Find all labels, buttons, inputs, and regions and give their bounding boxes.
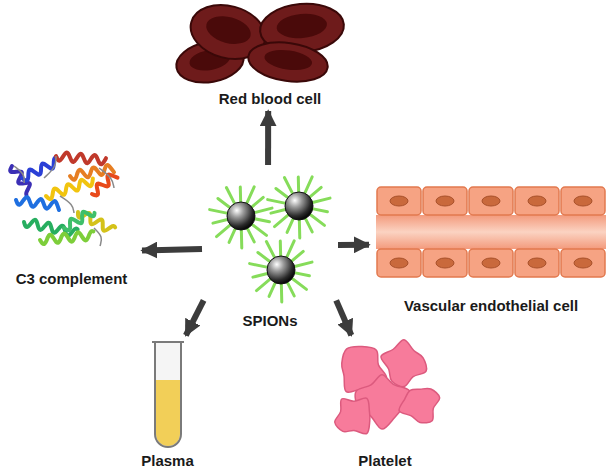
endothelial-item: Vascular endothelial cell xyxy=(372,185,610,315)
c3-complement-item: C3 complement xyxy=(4,138,139,288)
tube-outline xyxy=(155,342,181,447)
endothelial-cell xyxy=(377,187,421,215)
endothelial-cell xyxy=(515,249,559,277)
protein-helix xyxy=(62,207,96,232)
nanoparticle xyxy=(210,187,272,248)
item-label: Plasma xyxy=(139,452,196,470)
protein-helix xyxy=(20,157,60,182)
endothelial-cell xyxy=(515,187,559,215)
arrow-connector xyxy=(336,300,351,335)
vessel-lumen xyxy=(376,215,606,249)
endothelial-cell xyxy=(561,249,605,277)
arrow-connector xyxy=(142,249,202,250)
c3-illustration xyxy=(4,138,139,288)
endothelial-cell xyxy=(423,249,467,277)
arrow-connector xyxy=(186,300,204,335)
protein-helix xyxy=(40,231,95,244)
item-label: Vascular endothelial cell xyxy=(402,297,580,315)
tube-rim xyxy=(152,341,184,343)
endo-illustration xyxy=(372,185,610,315)
item-label: Platelet xyxy=(356,452,413,470)
plasma-illustration xyxy=(125,338,210,470)
item-label: C3 complement xyxy=(14,270,130,288)
endothelial-cell xyxy=(469,187,513,215)
red-blood-cell xyxy=(246,38,331,87)
spion-item: SPIONs xyxy=(205,168,335,330)
item-label: SPIONs xyxy=(240,312,299,330)
platelet-cell xyxy=(399,388,440,422)
tube-glass xyxy=(155,342,181,447)
platelet-item: Platelet xyxy=(320,338,450,470)
nanoparticle xyxy=(268,177,330,238)
plasma-item: Plasma xyxy=(125,338,210,470)
protein-loop xyxy=(94,228,101,246)
arrow-connector xyxy=(338,242,369,248)
protein-loop xyxy=(99,168,114,188)
protein-loop xyxy=(60,196,74,213)
endothelial-cell xyxy=(377,249,421,277)
red-blood-cell-item: Red blood cell xyxy=(180,2,360,108)
endothelial-cell xyxy=(423,187,467,215)
arrow-connector xyxy=(265,111,271,165)
endothelial-cell xyxy=(561,187,605,215)
platelet-illustration xyxy=(320,338,450,470)
platelet-cell xyxy=(335,398,370,434)
protein-loop xyxy=(44,156,56,178)
protein-helix xyxy=(56,152,107,165)
plasma-liquid xyxy=(156,380,180,446)
endothelial-cell xyxy=(469,249,513,277)
spion-illustration xyxy=(205,168,335,330)
protein-loop xyxy=(14,166,24,183)
protein-helix xyxy=(45,176,95,200)
nanoparticle xyxy=(250,241,312,302)
item-label: Red blood cell xyxy=(217,90,324,108)
